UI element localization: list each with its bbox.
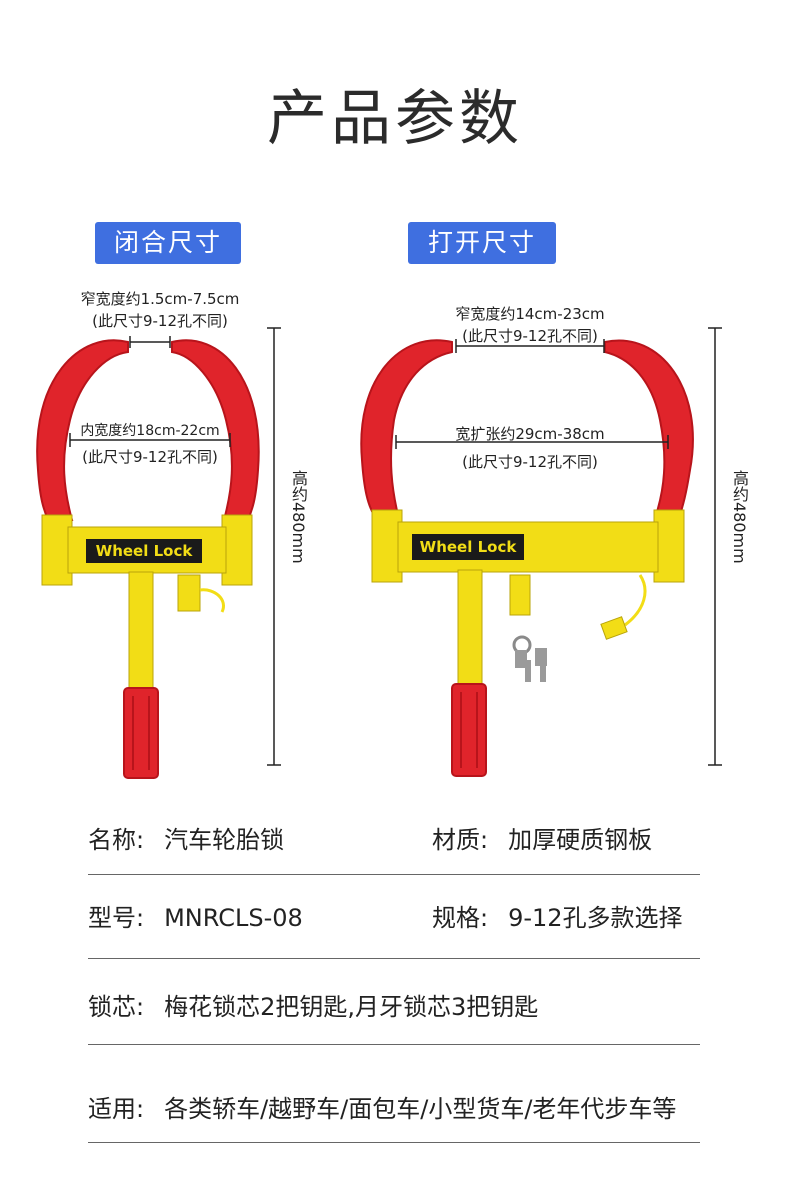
- open-height: 高约480mm: [730, 470, 749, 564]
- spec-lock-core: 锁芯: 梅花锁芯2把钥匙,月牙锁芯3把钥匙: [88, 987, 538, 1022]
- spec-material: 材质: 加厚硬质钢板: [432, 820, 652, 855]
- divider: [88, 1142, 700, 1143]
- divider: [88, 958, 700, 959]
- spec-model: 型号: MNRCLS-08: [88, 898, 303, 933]
- closed-wheel-lock-image: [36, 339, 260, 779]
- tag-closed-size: 闭合尺寸: [95, 222, 241, 264]
- wheel-lock-label-open: Wheel Lock: [419, 538, 517, 556]
- spec-applicable: 适用: 各类轿车/越野车/面包车/小型货车/老年代步车等: [88, 1089, 676, 1124]
- closed-inner-width: 内宽度约18cm-22cm: [80, 423, 220, 439]
- closed-inner-note: (此尺寸9-12孔不同): [82, 448, 218, 466]
- page-title: 产品参数: [267, 84, 523, 154]
- open-narrow-width: 窄宽度约14cm-23cm: [455, 305, 605, 323]
- closed-narrow-note: (此尺寸9-12孔不同): [92, 312, 228, 330]
- open-expand-note: (此尺寸9-12孔不同): [462, 453, 598, 471]
- spec-size: 规格: 9-12孔多款选择: [432, 898, 683, 933]
- spec-size-label: 规格:: [432, 904, 489, 932]
- spec-size-value: 9-12孔多款选择: [508, 904, 683, 932]
- spec-lock-core-label: 锁芯:: [88, 993, 145, 1021]
- divider: [88, 874, 700, 875]
- spec-material-value: 加厚硬质钢板: [508, 826, 653, 854]
- tag-open-size: 打开尺寸: [408, 222, 556, 264]
- spec-applicable-label: 适用:: [88, 1095, 145, 1123]
- closed-height: 高约480mm: [289, 470, 308, 564]
- spec-name-label: 名称:: [88, 826, 145, 854]
- closed-narrow-width: 窄宽度约1.5cm-7.5cm: [80, 290, 240, 308]
- open-expand-width: 宽扩张约29cm-38cm: [455, 425, 605, 443]
- divider: [88, 1044, 700, 1045]
- open-wheel-lock-image: [360, 339, 694, 777]
- spec-model-label: 型号:: [88, 904, 145, 932]
- spec-applicable-value: 各类轿车/越野车/面包车/小型货车/老年代步车等: [164, 1095, 677, 1123]
- spec-name-value: 汽车轮胎锁: [164, 826, 285, 854]
- open-narrow-note: (此尺寸9-12孔不同): [462, 327, 598, 345]
- spec-model-value: MNRCLS-08: [164, 904, 303, 932]
- wheel-lock-label-closed: Wheel Lock: [95, 542, 193, 560]
- product-illustration: [36, 327, 722, 779]
- spec-material-label: 材质:: [432, 826, 489, 854]
- spec-name: 名称: 汽车轮胎锁: [88, 820, 284, 855]
- spec-lock-core-value: 梅花锁芯2把钥匙,月牙锁芯3把钥匙: [164, 993, 539, 1021]
